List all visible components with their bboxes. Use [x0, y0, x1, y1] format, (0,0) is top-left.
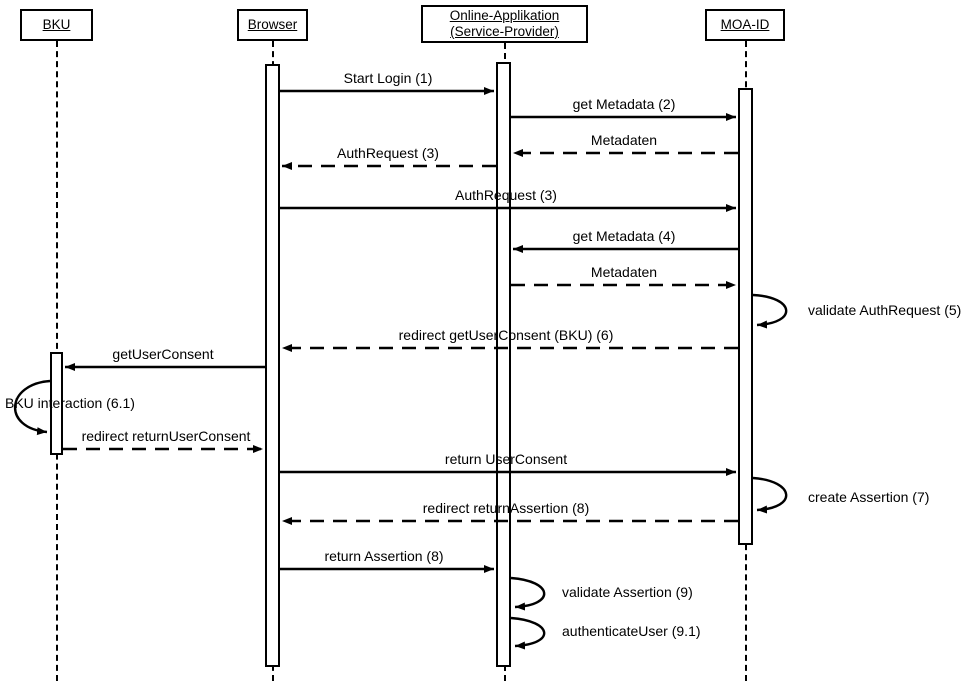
- activation-bar-moa-id: [738, 88, 753, 545]
- activation-bar-browser: [265, 64, 280, 667]
- lifeline-label-online-applikation: Online-Applikation (Service-Provider): [449, 8, 560, 39]
- message-label-authenticateuser: authenticateUser (9.1): [562, 623, 701, 639]
- message-label-get-metadata-2: get Metadata (2): [572, 96, 676, 112]
- arrow-create-assertion-selfloop: [752, 476, 788, 514]
- lifeline-label-browser: Browser: [247, 17, 298, 33]
- message-label-authrequest-oa-browser: AuthRequest (3): [337, 145, 439, 161]
- message-label-metadaten-1: Metadaten: [590, 132, 658, 148]
- message-label-redirect-returnassertion: redirect returnAssertion (8): [422, 500, 590, 516]
- message-label-getuserconsent: getUserConsent: [112, 346, 214, 362]
- message-label-create-assertion: create Assertion (7): [808, 489, 930, 505]
- message-label-get-metadata-4: get Metadata (4): [572, 228, 676, 244]
- lifeline-header-bku: BKU: [20, 9, 93, 41]
- activation-bar-bku: [50, 352, 63, 455]
- lifeline-header-browser: Browser: [237, 9, 308, 41]
- activation-bar-online-applikation: [496, 62, 511, 667]
- message-label-validate-assertion: validate Assertion (9): [562, 584, 693, 600]
- arrow-authenticateuser-selfloop: [510, 616, 546, 650]
- lifeline-label-moa-id: MOA-ID: [720, 17, 770, 33]
- message-label-start-login: Start Login (1): [343, 70, 433, 86]
- message-label-validate-authrequest: validate AuthRequest (5): [808, 302, 962, 318]
- lifeline-header-moa-id: MOA-ID: [705, 9, 785, 41]
- message-label-redirect-returnuserconsent: redirect returnUserConsent: [81, 428, 251, 444]
- message-label-return-assertion: return Assertion (8): [324, 548, 444, 564]
- lifeline-header-online-applikation: Online-Applikation (Service-Provider): [421, 5, 588, 43]
- lifeline-label-bku: BKU: [42, 17, 71, 33]
- arrow-validate-assertion-selfloop: [510, 576, 546, 611]
- arrow-validate-authrequest-selfloop: [752, 293, 788, 329]
- message-label-redirect-getuserconsent: redirect getUserConsent (BKU) (6): [398, 327, 614, 343]
- message-label-return-userconsent: return UserConsent: [444, 451, 568, 467]
- message-label-bku-interaction: BKU interaction (6.1): [5, 395, 135, 411]
- message-label-metadaten-2: Metadaten: [590, 264, 658, 280]
- message-label-authrequest-browser-moaid: AuthRequest (3): [455, 187, 557, 203]
